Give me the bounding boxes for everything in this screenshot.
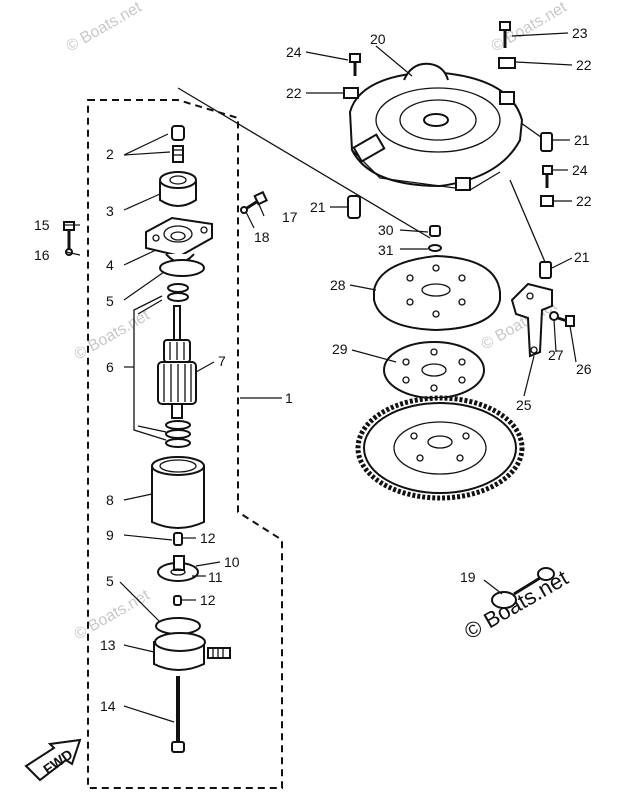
callout-16: 16 xyxy=(34,247,50,263)
callout-29: 29 xyxy=(332,341,348,357)
callout-5-lower: 5 xyxy=(106,573,114,589)
callout-12-upper: 12 xyxy=(200,530,216,546)
callout-12-lower: 12 xyxy=(200,592,216,608)
callout-20: 20 xyxy=(370,31,386,47)
part-14-through-bolt xyxy=(171,676,185,753)
callout-17: 17 xyxy=(282,209,298,225)
callout-27: 27 xyxy=(548,347,564,363)
part-22-plate-left xyxy=(343,87,359,99)
watermark-main: © Boats.net xyxy=(460,565,572,644)
callout-3: 3 xyxy=(106,203,114,219)
part-19-cap xyxy=(491,567,555,609)
part-28-plate xyxy=(373,254,501,332)
part-22-plate-top-right xyxy=(498,57,516,69)
part-29-ring-plate xyxy=(383,341,485,399)
part-5-o-ring-upper xyxy=(159,259,205,277)
part-13-lower-bracket xyxy=(153,632,231,671)
callout-4: 4 xyxy=(106,257,114,273)
reference-line-left xyxy=(177,87,431,239)
lower-washers xyxy=(165,420,191,448)
part-23-bolt xyxy=(499,21,511,48)
part-12-brush-lower xyxy=(173,595,182,606)
part-21-collar-lower xyxy=(539,261,552,279)
part-30-31-bolt-washer xyxy=(428,225,442,252)
callout-26: 26 xyxy=(576,361,592,377)
callout-19: 19 xyxy=(460,569,476,585)
callout-22-left: 22 xyxy=(286,85,302,101)
callout-22-right: 22 xyxy=(576,193,592,209)
part-17-18-bolt xyxy=(240,190,268,214)
part-26-27-bolt-washer xyxy=(549,311,575,327)
callout-30: 30 xyxy=(378,222,394,238)
callout-5-upper: 5 xyxy=(106,293,114,309)
part-21-collar-right xyxy=(540,132,553,152)
part-8-yoke xyxy=(151,456,205,529)
callout-21-left: 21 xyxy=(310,199,326,215)
starter-assembly-boundary xyxy=(87,99,283,789)
callout-11: 11 xyxy=(208,569,223,585)
part-22-plate-right xyxy=(540,195,554,207)
callout-28: 28 xyxy=(330,277,346,293)
callout-2: 2 xyxy=(106,146,114,162)
part-4-upper-bracket xyxy=(145,216,213,263)
part-24-bolt-top xyxy=(349,53,361,76)
callout-13: 13 xyxy=(100,637,116,653)
callout-7: 7 xyxy=(218,353,226,369)
callout-21-lower: 21 xyxy=(574,249,590,265)
callout-labels: 1 2 3 4 5 5 6 7 8 9 10 11 12 12 13 14 15… xyxy=(34,25,592,714)
watermark-top-left: © Boats.net xyxy=(64,0,146,55)
callout-24-right: 24 xyxy=(572,162,588,178)
part-15-16-bolt xyxy=(63,221,75,256)
upper-washers xyxy=(167,283,189,302)
part-9-brush xyxy=(173,532,183,546)
watermark-mid-left: © Boats.net xyxy=(72,307,154,364)
callout-15: 15 xyxy=(34,217,50,233)
part-20-flywheel-cover xyxy=(348,62,524,191)
leader-lines xyxy=(64,32,577,723)
part-5-o-ring-lower xyxy=(155,617,201,635)
part-2-stopper-spring xyxy=(171,125,185,163)
callout-10: 10 xyxy=(224,554,240,570)
callout-8: 8 xyxy=(106,492,114,508)
callout-14: 14 xyxy=(100,698,116,714)
callout-24-top: 24 xyxy=(286,44,302,60)
part-21-collar-left xyxy=(347,195,361,219)
callout-9: 9 xyxy=(106,527,114,543)
callout-6: 6 xyxy=(106,359,114,375)
part-7-armature xyxy=(157,305,197,419)
watermark-bottom-left: © Boats.net xyxy=(72,587,154,644)
callout-23: 23 xyxy=(572,25,588,41)
callout-18: 18 xyxy=(254,229,270,245)
part-6-bracket xyxy=(133,295,167,441)
callout-31: 31 xyxy=(378,242,394,258)
fwd-arrow: FWD xyxy=(24,738,82,782)
part-24-bolt-right xyxy=(542,165,553,188)
part-10-brush-holder xyxy=(157,555,199,582)
callout-21-right: 21 xyxy=(574,132,590,148)
part-25-bracket xyxy=(510,282,553,358)
flywheel-ring-gear xyxy=(355,395,525,501)
callout-1: 1 xyxy=(285,390,293,406)
callout-25: 25 xyxy=(516,397,532,413)
part-3-pinion-gear xyxy=(159,171,197,207)
callout-22-top-right: 22 xyxy=(576,57,592,73)
